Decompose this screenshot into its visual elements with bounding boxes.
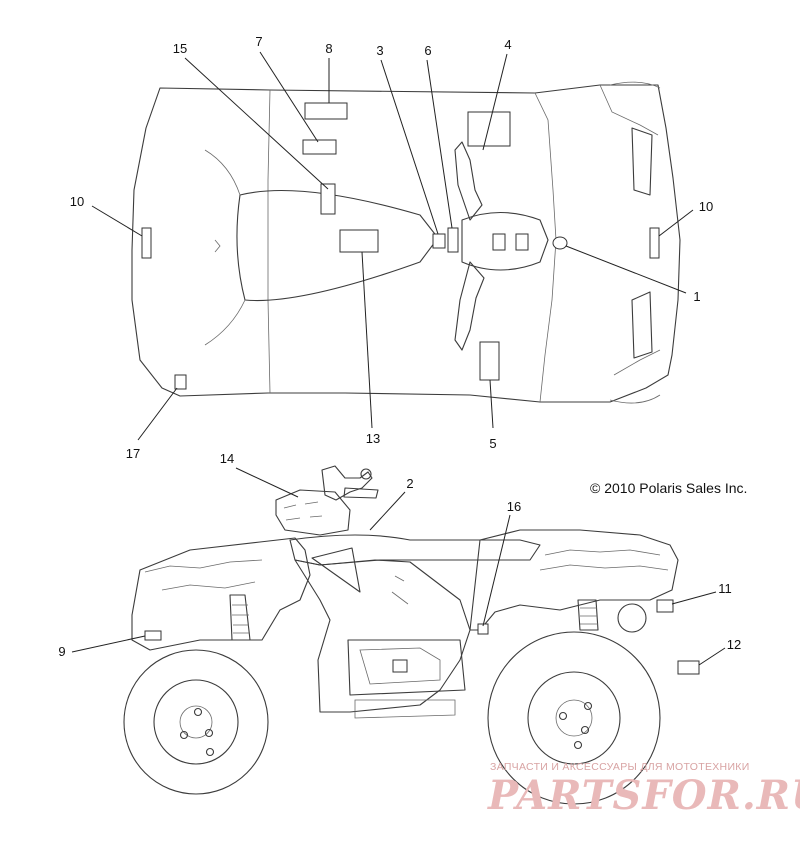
- decal-10-rear: [141, 227, 152, 259]
- callout-2: 2: [406, 476, 413, 491]
- decal-3: [432, 233, 446, 249]
- seat: [289, 534, 541, 566]
- front-fender: [469, 529, 679, 631]
- callout-11: 11: [718, 581, 732, 596]
- callout-3: 3: [376, 43, 383, 58]
- handlebar-pod: [461, 211, 549, 271]
- callout-10-rear: 10: [70, 194, 84, 209]
- triangle-decal: [311, 547, 361, 593]
- callout-1: 1: [693, 289, 700, 304]
- callout-labels: 15 7 8 3 6 4 10 10 1 13 5 17 14 2 16 11 …: [58, 34, 741, 659]
- callout-13: 13: [366, 431, 380, 446]
- front-tire: [487, 631, 661, 805]
- handlebars-side: [321, 465, 373, 501]
- atv-top-view: [91, 51, 694, 441]
- decal-1: [552, 236, 568, 250]
- rear-fender: [131, 537, 311, 651]
- callout-6: 6: [424, 43, 431, 58]
- rear-rim: [153, 679, 239, 765]
- atv-side-view: [71, 465, 726, 805]
- side-panel: [294, 559, 471, 713]
- decal-17: [174, 374, 187, 390]
- callout-14: 14: [220, 451, 234, 466]
- callout-5: 5: [489, 436, 496, 451]
- decal-7: [302, 139, 337, 155]
- seat-outline: [236, 189, 439, 302]
- callout-4: 4: [504, 37, 511, 52]
- decal-10-front: [649, 227, 660, 259]
- decal-11: [656, 599, 674, 613]
- callout-16: 16: [507, 499, 521, 514]
- callout-10-front: 10: [699, 199, 713, 214]
- handlebar-pod-side: [275, 489, 351, 536]
- decal-12: [677, 660, 700, 675]
- left-handlebar: [454, 141, 483, 221]
- copyright-notice: © 2010 Polaris Sales Inc.: [590, 480, 748, 496]
- rear-tire: [123, 649, 269, 795]
- decal-8: [304, 102, 348, 120]
- decal-pod-left: [492, 233, 506, 251]
- callout-9: 9: [58, 644, 65, 659]
- callout-7: 7: [255, 34, 262, 49]
- callout-17: 17: [126, 446, 140, 461]
- callout-8: 8: [325, 41, 332, 56]
- callout-15: 15: [173, 41, 187, 56]
- watermark-tagline: ЗАПЧАСТИ И АКСЕССУАРЫ ДЛЯ МОТОТЕХНИКИ: [490, 761, 750, 773]
- decal-6: [447, 227, 459, 253]
- decal-4: [467, 111, 511, 147]
- decal-pod-right: [515, 233, 529, 251]
- front-rim: [527, 671, 621, 765]
- decal-15: [320, 183, 336, 215]
- decal-5: [479, 341, 500, 381]
- callout-12: 12: [727, 637, 741, 652]
- decal-13: [339, 229, 379, 253]
- right-handlebar: [454, 261, 485, 351]
- watermark-logo: PARTSFOR.RU: [488, 772, 800, 819]
- decal-9: [144, 630, 162, 641]
